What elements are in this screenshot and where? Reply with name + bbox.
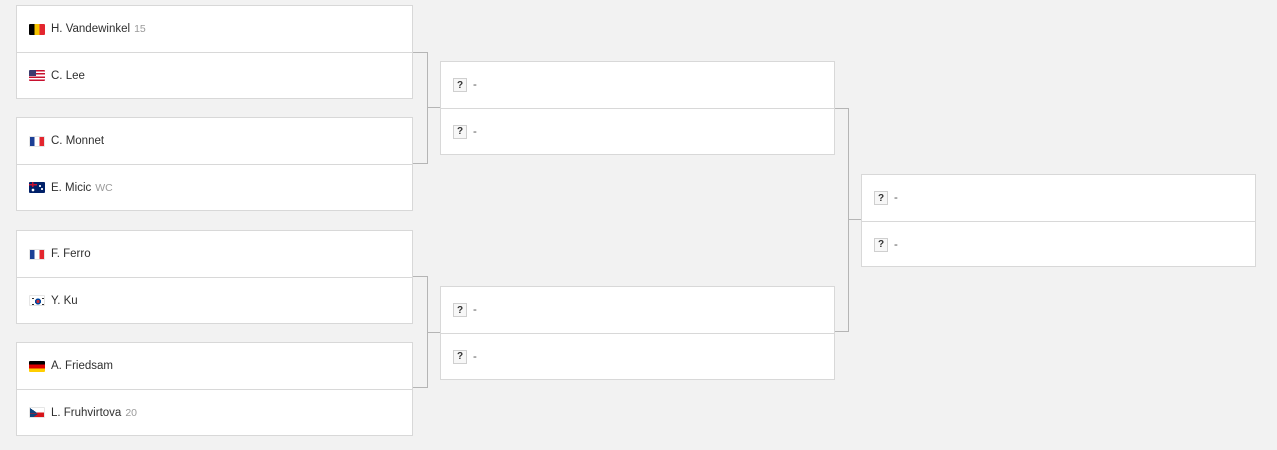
player-seed: 15 bbox=[134, 23, 146, 35]
r2-match-2: ? - ? - bbox=[440, 286, 835, 380]
bracket-connector bbox=[835, 108, 849, 332]
player-slot[interactable]: H. Vandewinkel 15 bbox=[17, 6, 412, 52]
r2-match-1: ? - ? - bbox=[440, 61, 835, 155]
player-name: - bbox=[473, 125, 477, 138]
player-name: L. Fruhvirtova bbox=[51, 406, 122, 419]
player-slot[interactable]: Y. Ku bbox=[17, 277, 412, 323]
player-seed: 20 bbox=[125, 406, 137, 419]
player-slot[interactable]: ? - bbox=[441, 287, 834, 333]
bracket-connector bbox=[427, 107, 440, 108]
player-name: - bbox=[894, 192, 898, 204]
player-slot[interactable]: ? - bbox=[441, 108, 834, 154]
player-seed: WC bbox=[95, 181, 113, 194]
bracket-connector bbox=[848, 219, 861, 220]
player-name: - bbox=[473, 304, 477, 316]
player-slot[interactable]: ? - bbox=[441, 333, 834, 379]
player-slot[interactable]: L. Fruhvirtova 20 bbox=[17, 389, 412, 435]
germany-flag-icon bbox=[29, 360, 45, 372]
unknown-player-icon: ? bbox=[874, 191, 888, 205]
bracket-connector bbox=[427, 332, 440, 333]
player-slot[interactable]: ? - bbox=[862, 175, 1255, 221]
belgium-flag-icon bbox=[29, 23, 45, 35]
usa-flag-icon bbox=[29, 70, 45, 81]
bracket-connector bbox=[413, 276, 428, 388]
player-name: C. Lee bbox=[51, 69, 85, 82]
unknown-player-icon: ? bbox=[453, 303, 467, 317]
player-slot[interactable]: E. Micic WC bbox=[17, 164, 412, 210]
player-name: Y. Ku bbox=[51, 294, 78, 307]
player-slot[interactable]: ? - bbox=[862, 221, 1255, 267]
r1-match-4: A. Friedsam L. Fruhvirtova 20 bbox=[16, 342, 413, 436]
australia-flag-icon bbox=[29, 182, 45, 193]
player-name: - bbox=[473, 350, 477, 363]
unknown-player-icon: ? bbox=[453, 349, 467, 364]
r1-match-2: C. Monnet E. Micic WC bbox=[16, 117, 413, 211]
south-korea-flag-icon bbox=[29, 295, 45, 306]
player-slot[interactable]: C. Lee bbox=[17, 52, 412, 98]
r3-match-1: ? - ? - bbox=[861, 174, 1256, 267]
player-name: - bbox=[894, 238, 898, 251]
player-name: F. Ferro bbox=[51, 248, 91, 260]
player-name: C. Monnet bbox=[51, 135, 105, 147]
czech-flag-icon bbox=[29, 407, 45, 418]
player-slot[interactable]: C. Monnet bbox=[17, 118, 412, 164]
unknown-player-icon: ? bbox=[874, 237, 888, 252]
player-name: A. Friedsam bbox=[51, 360, 113, 372]
player-name: - bbox=[473, 79, 477, 91]
player-slot[interactable]: A. Friedsam bbox=[17, 343, 412, 389]
player-name: E. Micic bbox=[51, 181, 92, 194]
player-slot[interactable]: ? - bbox=[441, 62, 834, 108]
r1-match-1: H. Vandewinkel 15 C. Lee bbox=[16, 5, 413, 99]
bracket-connector bbox=[413, 52, 428, 164]
player-slot[interactable]: F. Ferro bbox=[17, 231, 412, 277]
france-flag-icon bbox=[29, 248, 45, 260]
player-name: H. Vandewinkel bbox=[51, 23, 131, 35]
unknown-player-icon: ? bbox=[453, 78, 467, 92]
unknown-player-icon: ? bbox=[453, 124, 467, 139]
france-flag-icon bbox=[29, 135, 45, 147]
r1-match-3: F. Ferro Y. Ku bbox=[16, 230, 413, 324]
